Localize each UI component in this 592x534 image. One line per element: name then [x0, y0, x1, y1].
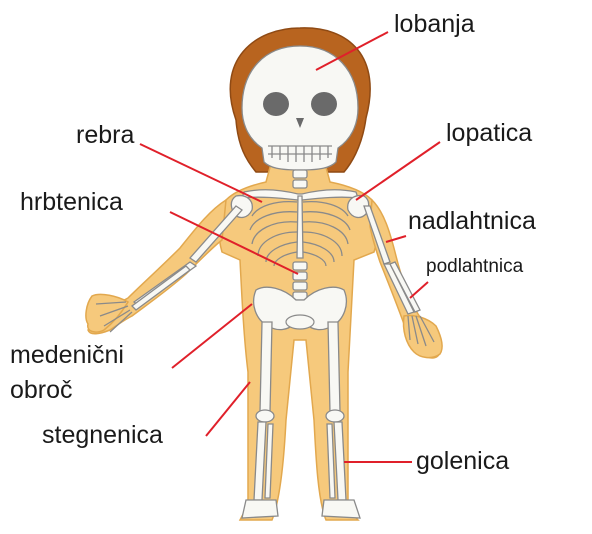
label-rebra: rebra	[76, 123, 134, 148]
leader-podlahtnica	[410, 282, 428, 298]
leader-stegnenica	[206, 382, 250, 436]
label-lobanja: lobanja	[394, 12, 475, 37]
label-nadlahtnica: nadlahtnica	[408, 209, 536, 234]
label-medenicni-line2: obroč	[10, 378, 73, 403]
label-golenica: golenica	[416, 449, 509, 474]
label-podlahtnica: podlahtnica	[426, 257, 523, 276]
leader-medenicni	[172, 304, 252, 368]
leader-lopatica	[356, 142, 440, 200]
label-medenicni-line1: medenični	[10, 343, 124, 368]
label-stegnenica: stegnenica	[42, 423, 163, 448]
label-lopatica: lopatica	[446, 121, 532, 146]
label-hrbtenica: hrbtenica	[20, 190, 123, 215]
